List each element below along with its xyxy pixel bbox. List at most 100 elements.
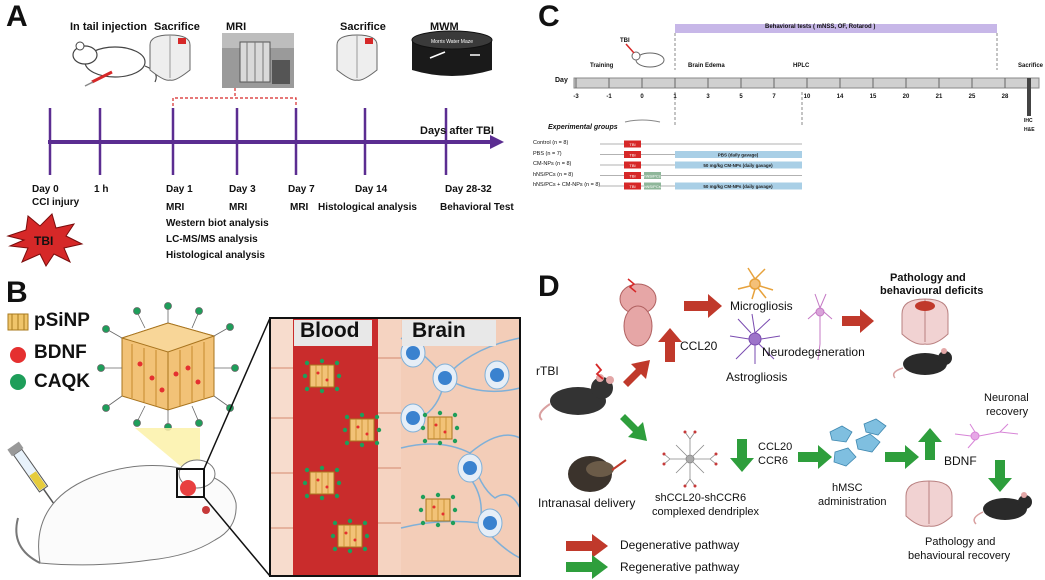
panel-d-letter: D — [538, 270, 560, 303]
group-tag-label: TBI — [629, 174, 635, 179]
sacrifice-label-c: Sacrifice — [1018, 63, 1044, 69]
behavior-banner — [675, 24, 997, 33]
label-sacrifice-2: Sacrifice — [340, 21, 386, 33]
group-name: Control (n = 8) — [533, 140, 569, 146]
mouse-injection-icon — [72, 41, 157, 87]
pathology-recovery-line2: behavioural recovery — [908, 550, 1011, 562]
day-tick-label: 25 — [969, 94, 976, 100]
day-tick-label: 1 — [673, 94, 677, 100]
nanoparticle-small — [418, 492, 458, 528]
neurodegeneration-label: Neurodegeneration — [762, 345, 865, 359]
group-tag-label: hNS/PCs — [644, 184, 660, 189]
brain-icon — [619, 278, 657, 347]
group-tag-label: TBI — [629, 163, 635, 168]
day-tick-label: 5 — [739, 94, 743, 100]
panel-d: D — [530, 264, 1045, 580]
day-tick-label: -3 — [573, 94, 579, 100]
mri-bracket — [172, 88, 297, 106]
day-tick-label: -1 — [606, 94, 612, 100]
coronal-brain-bottom — [905, 480, 953, 527]
panel-d-illustration — [538, 267, 1032, 579]
legend-green-arrow — [566, 555, 608, 579]
day-tick-label: 0 — [640, 94, 644, 100]
group-tag-label: TBI — [629, 184, 635, 189]
hmsc-line2: administration — [818, 496, 887, 508]
group-tag-label: TBI — [629, 142, 635, 147]
group-bracket — [624, 119, 661, 123]
mouse-deficit-icon — [892, 348, 952, 379]
tbi-label-c: TBI — [620, 38, 630, 44]
group-tag — [624, 161, 641, 169]
zoom-line-1 — [203, 317, 271, 470]
ihc-label: IHC — [1024, 118, 1033, 124]
group-name: CM-NPs (n = 8) — [533, 161, 572, 167]
mouse-rtbi-icon — [538, 363, 614, 421]
group-tag — [644, 182, 661, 190]
dendriplex-line1: shCCL20-shCCR6 — [655, 492, 747, 504]
pathology-recovery-line1: Pathology and — [925, 536, 996, 548]
bdnf-label-d: BDNF — [944, 454, 977, 468]
group-tag-label: TBI — [629, 153, 635, 158]
legend-psinp: pSiNP — [34, 310, 90, 331]
zoom-beam — [135, 428, 200, 474]
group-tag — [624, 182, 641, 190]
day-tick-label: 15 — [870, 94, 877, 100]
tick-day7-line: MRI — [290, 202, 309, 213]
mouse-tbi-icon — [625, 43, 665, 68]
panel-a: A In tail injection Sacrifice MRI Sacrif… — [0, 0, 525, 275]
group-tag — [624, 172, 641, 179]
hmsc-cells-icon — [829, 418, 887, 467]
psinp-legend-icon — [7, 313, 29, 331]
hplc-label: HPLC — [793, 63, 810, 69]
nanoparticle-small — [330, 518, 370, 554]
microglia-icon — [737, 267, 774, 300]
tick-day1-line1: Western biot analysis — [166, 218, 269, 229]
tick-day3: Day 3 — [229, 184, 256, 195]
panel-a-illustrations: Morris Water Maze — [6, 30, 504, 267]
astroglia-icon — [729, 313, 781, 364]
legend-bdnf: BDNF — [34, 342, 87, 363]
day-tick-label: 7 — [772, 94, 776, 100]
label-tail-injection: In tail injection — [70, 21, 148, 33]
panel-c-letter: C — [538, 0, 560, 33]
tick-day1: Day 1 — [166, 184, 193, 195]
nanoparticle-small — [302, 358, 342, 394]
group-treatment-bar — [675, 151, 802, 158]
coronal-brain-top — [901, 298, 949, 345]
regenerative-arrows — [620, 414, 1012, 492]
legend-regenerative: Regenerative pathway — [620, 560, 740, 574]
tick-day1-line0: MRI — [166, 202, 185, 213]
label-mwm: MWM — [430, 21, 459, 33]
group-name: hNS/PCs + CM-NPs (n = 8) — [533, 182, 601, 188]
brain-edema-label: Brain Edema — [688, 63, 725, 69]
panel-b-letter: B — [6, 278, 28, 309]
tick-1h: 1 h — [94, 184, 109, 195]
tick-day3-line: MRI — [229, 202, 248, 213]
bdnf-legend-icon — [10, 347, 26, 363]
tbi-badge-label: TBI — [34, 234, 54, 248]
timeline-arrowhead — [490, 135, 504, 149]
day-tick-label: 21 — [936, 94, 943, 100]
dendriplex-icon — [662, 430, 718, 488]
group-rows: TBI TBI PBS (daily gavage) TBI 50 mg/kg CM-N… — [600, 140, 802, 190]
mouse-recovery-icon — [973, 492, 1032, 525]
day-tick-label: 20 — [903, 94, 910, 100]
groups-title: Experimental groups — [548, 124, 618, 131]
brain-label: Brain — [412, 319, 466, 342]
training-label: Training — [590, 63, 614, 69]
ccl20-label: CCL20 — [680, 339, 718, 353]
ccl20-ccr6-line2: CCR6 — [758, 455, 788, 467]
day-tick-label: 28 — [1002, 94, 1009, 100]
banner-dashes — [674, 33, 998, 125]
mri-scanner-photo — [222, 33, 294, 88]
group-treatment-label: PBS (daily gavage) — [718, 153, 759, 158]
tank-label: Morris Water Maze — [431, 39, 473, 45]
neuronal-recovery-line2: recovery — [986, 406, 1029, 418]
syringe-icon — [7, 441, 54, 504]
label-mri: MRI — [226, 21, 247, 33]
group-treatment-label: 50 mg/kg CM-NPs (daily gavage) — [703, 163, 773, 168]
day-tick-label: 10 — [804, 94, 811, 100]
hmsc-line1: hMSC — [832, 482, 863, 494]
